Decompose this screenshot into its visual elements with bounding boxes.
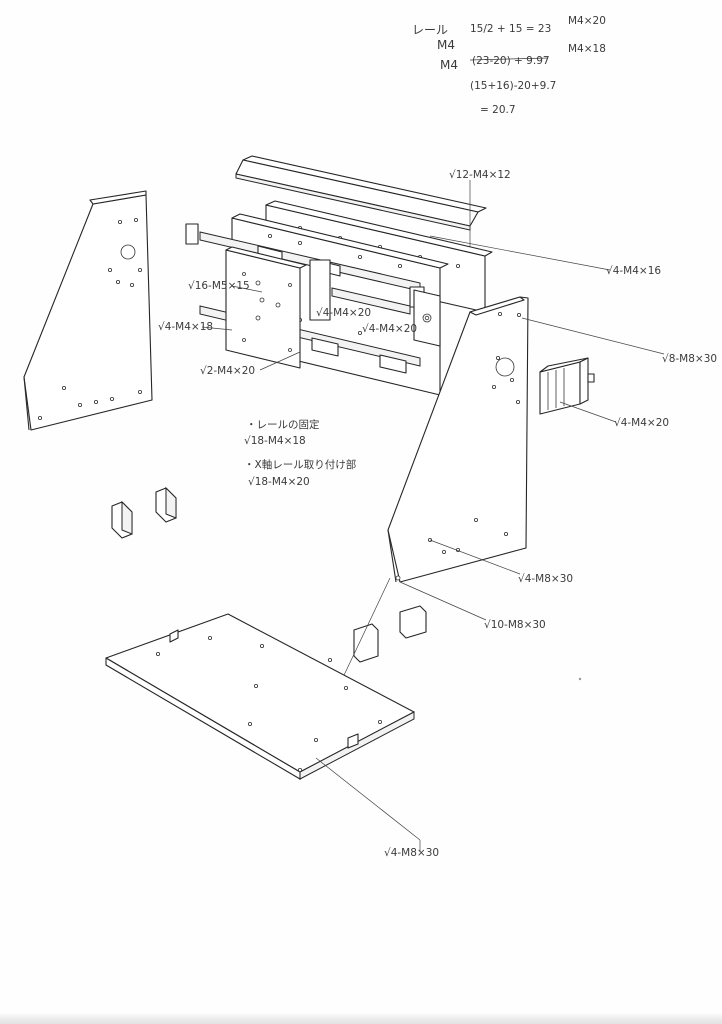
formula-2: (15+16)-20+9.7 <box>470 80 556 92</box>
callout-carriage-1: √16-M5×15 <box>188 280 250 292</box>
callout-side-plate: √8-M8×30 <box>662 353 717 365</box>
rail-note-2: √18-M4×18 <box>244 435 306 447</box>
foot-block-2 <box>155 486 177 523</box>
calc-notes: レール M4 15/2 + 15 = 23 M4×20 M4 (23-20) +… <box>412 15 606 116</box>
callout-base: √4-M8×30 <box>384 847 439 859</box>
right-side-plate <box>387 296 529 583</box>
scan-shadow <box>0 1012 722 1024</box>
foot-block-1 <box>111 500 133 539</box>
left-side-plate <box>23 190 153 431</box>
callout-side-lower: √4-M8×30 <box>518 573 573 585</box>
rail-notes: ・レールの固定 √18-M4×18 ・X軸レール取り付け部 √18-M4×20 <box>244 418 356 488</box>
callout-carriage-2: √4-M4×20 <box>316 307 371 319</box>
m4-label-a: M4 <box>437 38 455 52</box>
top-gantry-plate <box>235 155 487 231</box>
callout-carriage-3: √4-M4×20 <box>362 323 417 335</box>
screw-m4x18: M4×18 <box>568 43 606 55</box>
formula-result: = 20.7 <box>480 104 516 116</box>
foot-block-3 <box>353 623 379 663</box>
callout-rear-rail: √4-M4×16 <box>606 265 661 277</box>
callout-feet: √10-M8×30 <box>484 619 546 631</box>
rail-note-4: √18-M4×20 <box>248 476 310 488</box>
stepper-motor <box>539 357 595 415</box>
leader-rear-rail <box>429 235 611 271</box>
screw-m4x20: M4×20 <box>568 15 606 27</box>
formula-1: 15/2 + 15 = 23 <box>470 23 551 35</box>
foot-block-4 <box>399 605 427 639</box>
front-carriage-plate <box>225 246 307 369</box>
strike-line <box>469 57 549 61</box>
callout-top-plate: √12-M4×12 <box>449 169 511 181</box>
base-plate <box>105 613 415 780</box>
rail-note-3: ・X軸レール取り付け部 <box>244 458 356 471</box>
rail-label: レール <box>412 23 448 37</box>
callout-motor: √4-M4×20 <box>614 417 669 429</box>
callout-carriage-5: √2-M4×20 <box>200 365 255 377</box>
callout-carriage-4: √4-M4×18 <box>158 321 213 333</box>
z-carriage-block <box>309 259 441 347</box>
formula-struck: (23-20) + 9.97 <box>472 55 550 67</box>
m4-label-b: M4 <box>440 58 458 72</box>
rail-note-1: ・レールの固定 <box>246 418 320 431</box>
